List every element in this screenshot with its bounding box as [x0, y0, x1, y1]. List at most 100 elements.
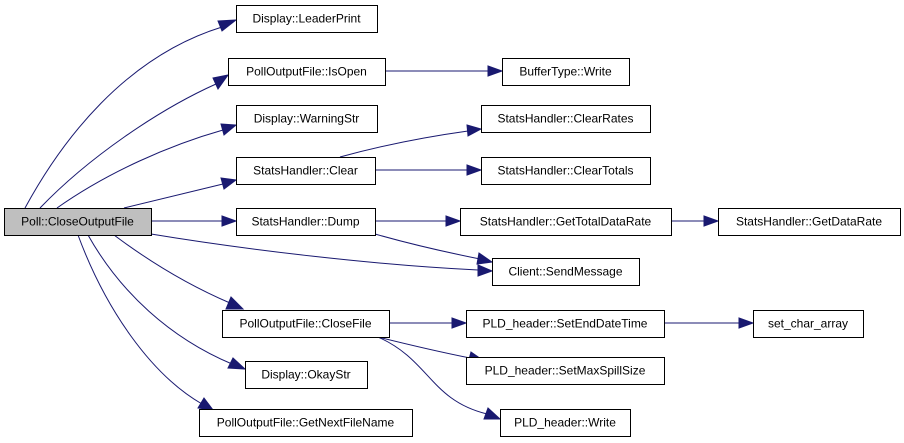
arrowhead-icon — [703, 215, 720, 227]
node-box — [502, 58, 630, 86]
edge-line — [123, 183, 224, 209]
node-gnfn[interactable]: PollOutputFile::GetNextFileName — [199, 409, 413, 437]
edge-line — [377, 336, 471, 359]
node-label: PLD_header::SetEndDateTime — [483, 317, 648, 331]
arrowhead-icon — [445, 215, 462, 227]
node-box — [222, 310, 390, 338]
arrowhead-icon — [738, 317, 755, 329]
node-gdr[interactable]: StatsHandler::GetDataRate — [718, 208, 901, 236]
edge-clr-to-ct — [375, 164, 483, 176]
node-io[interactable]: PollOutputFile::IsOpen — [228, 58, 386, 86]
node-sm[interactable]: Client::SendMessage — [492, 258, 640, 286]
arrowhead-icon — [477, 264, 494, 277]
edge-root-to-io — [39, 74, 230, 209]
node-label: BufferType::Write — [519, 65, 612, 79]
node-box — [4, 208, 152, 236]
edge-line — [113, 234, 231, 304]
node-box — [481, 157, 651, 185]
edge-root-to-sm — [150, 233, 494, 277]
node-gtdr[interactable]: StatsHandler::GetTotalDataRate — [460, 208, 672, 236]
node-label: StatsHandler::GetTotalDataRate — [480, 215, 652, 229]
arrowhead-icon — [212, 74, 230, 90]
edge-gtdr-to-gdr — [671, 215, 720, 227]
arrowhead-icon — [451, 317, 468, 329]
node-os[interactable]: Display::OkayStr — [245, 361, 368, 389]
edge-line — [87, 234, 233, 365]
node-box — [228, 58, 386, 86]
node-lp[interactable]: Display::LeaderPrint — [236, 5, 378, 33]
node-box — [492, 258, 640, 286]
edge-line — [377, 336, 488, 415]
edge-line — [150, 233, 479, 271]
node-label: PollOutputFile::IsOpen — [246, 65, 367, 79]
node-label: StatsHandler::ClearRates — [497, 112, 633, 126]
node-box — [199, 409, 413, 437]
edge-io-to-bw — [385, 65, 504, 77]
arrowhead-icon — [220, 177, 238, 190]
node-box — [481, 105, 651, 133]
node-cf[interactable]: PollOutputFile::CloseFile — [222, 310, 390, 338]
edge-root-to-gnfn — [77, 234, 215, 411]
edge-line — [56, 129, 224, 209]
node-label: set_char_array — [768, 317, 848, 331]
node-pw[interactable]: PLD_header::Write — [500, 409, 631, 437]
arrowhead-icon — [197, 397, 215, 411]
node-sca[interactable]: set_char_array — [753, 310, 864, 338]
node-label: StatsHandler::ClearTotals — [497, 164, 633, 178]
node-label: PLD_header::SetMaxSpillSize — [485, 364, 646, 378]
edge-line — [39, 83, 217, 209]
node-label: StatsHandler::Clear — [253, 164, 358, 178]
node-label: PLD_header::Write — [514, 416, 616, 430]
arrowhead-icon — [220, 123, 238, 136]
node-box — [236, 208, 376, 236]
arrowhead-icon — [487, 65, 504, 77]
node-box — [466, 357, 665, 385]
node-label: StatsHandler::GetDataRate — [736, 215, 882, 229]
node-box — [460, 208, 672, 236]
arrowhead-icon — [466, 124, 483, 137]
node-ws[interactable]: Display::WarningStr — [236, 105, 378, 133]
edge-line — [374, 233, 481, 260]
node-cr[interactable]: StatsHandler::ClearRates — [481, 105, 651, 133]
edge-line — [339, 130, 469, 158]
edge-root-to-ws — [56, 123, 238, 209]
arrowhead-icon — [221, 215, 238, 227]
node-label: Display::OkayStr — [261, 368, 350, 382]
node-smss[interactable]: PLD_header::SetMaxSpillSize — [466, 357, 665, 385]
edge-root-to-lp — [24, 19, 238, 209]
edge-clr-to-cr — [339, 124, 483, 158]
edge-cf-to-sedt — [389, 317, 468, 329]
node-ct[interactable]: StatsHandler::ClearTotals — [481, 157, 651, 185]
node-box — [236, 105, 378, 133]
node-box — [500, 409, 631, 437]
edge-root-to-cf — [113, 234, 245, 310]
node-root[interactable]: Poll::CloseOutputFile — [4, 208, 152, 236]
edge-layer — [24, 19, 755, 420]
edge-line — [77, 234, 203, 405]
node-dump[interactable]: StatsHandler::Dump — [236, 208, 376, 236]
node-label: Client::SendMessage — [508, 265, 622, 279]
arrowhead-icon — [466, 164, 483, 176]
arrowhead-icon — [227, 357, 247, 370]
arrowhead-icon — [483, 407, 502, 420]
node-box — [236, 157, 376, 185]
edge-dump-to-sm — [374, 233, 494, 265]
arrowhead-icon — [225, 296, 245, 310]
edge-root-to-clr — [123, 177, 238, 209]
edge-sedt-to-sca — [664, 317, 755, 329]
node-box — [753, 310, 864, 338]
node-bw[interactable]: BufferType::Write — [502, 58, 630, 86]
node-box — [466, 310, 665, 338]
node-label: Display::LeaderPrint — [252, 12, 361, 26]
node-label: PollOutputFile::CloseFile — [239, 317, 371, 331]
edge-cf-to-pw — [377, 336, 502, 420]
node-label: StatsHandler::Dump — [251, 215, 359, 229]
node-layer: Poll::CloseOutputFile Display::LeaderPrin… — [4, 5, 901, 437]
node-clr[interactable]: StatsHandler::Clear — [236, 157, 376, 185]
node-sedt[interactable]: PLD_header::SetEndDateTime — [466, 310, 665, 338]
node-label: PollOutputFile::GetNextFileName — [217, 416, 395, 430]
node-label: Display::WarningStr — [254, 112, 360, 126]
node-box — [236, 5, 378, 33]
